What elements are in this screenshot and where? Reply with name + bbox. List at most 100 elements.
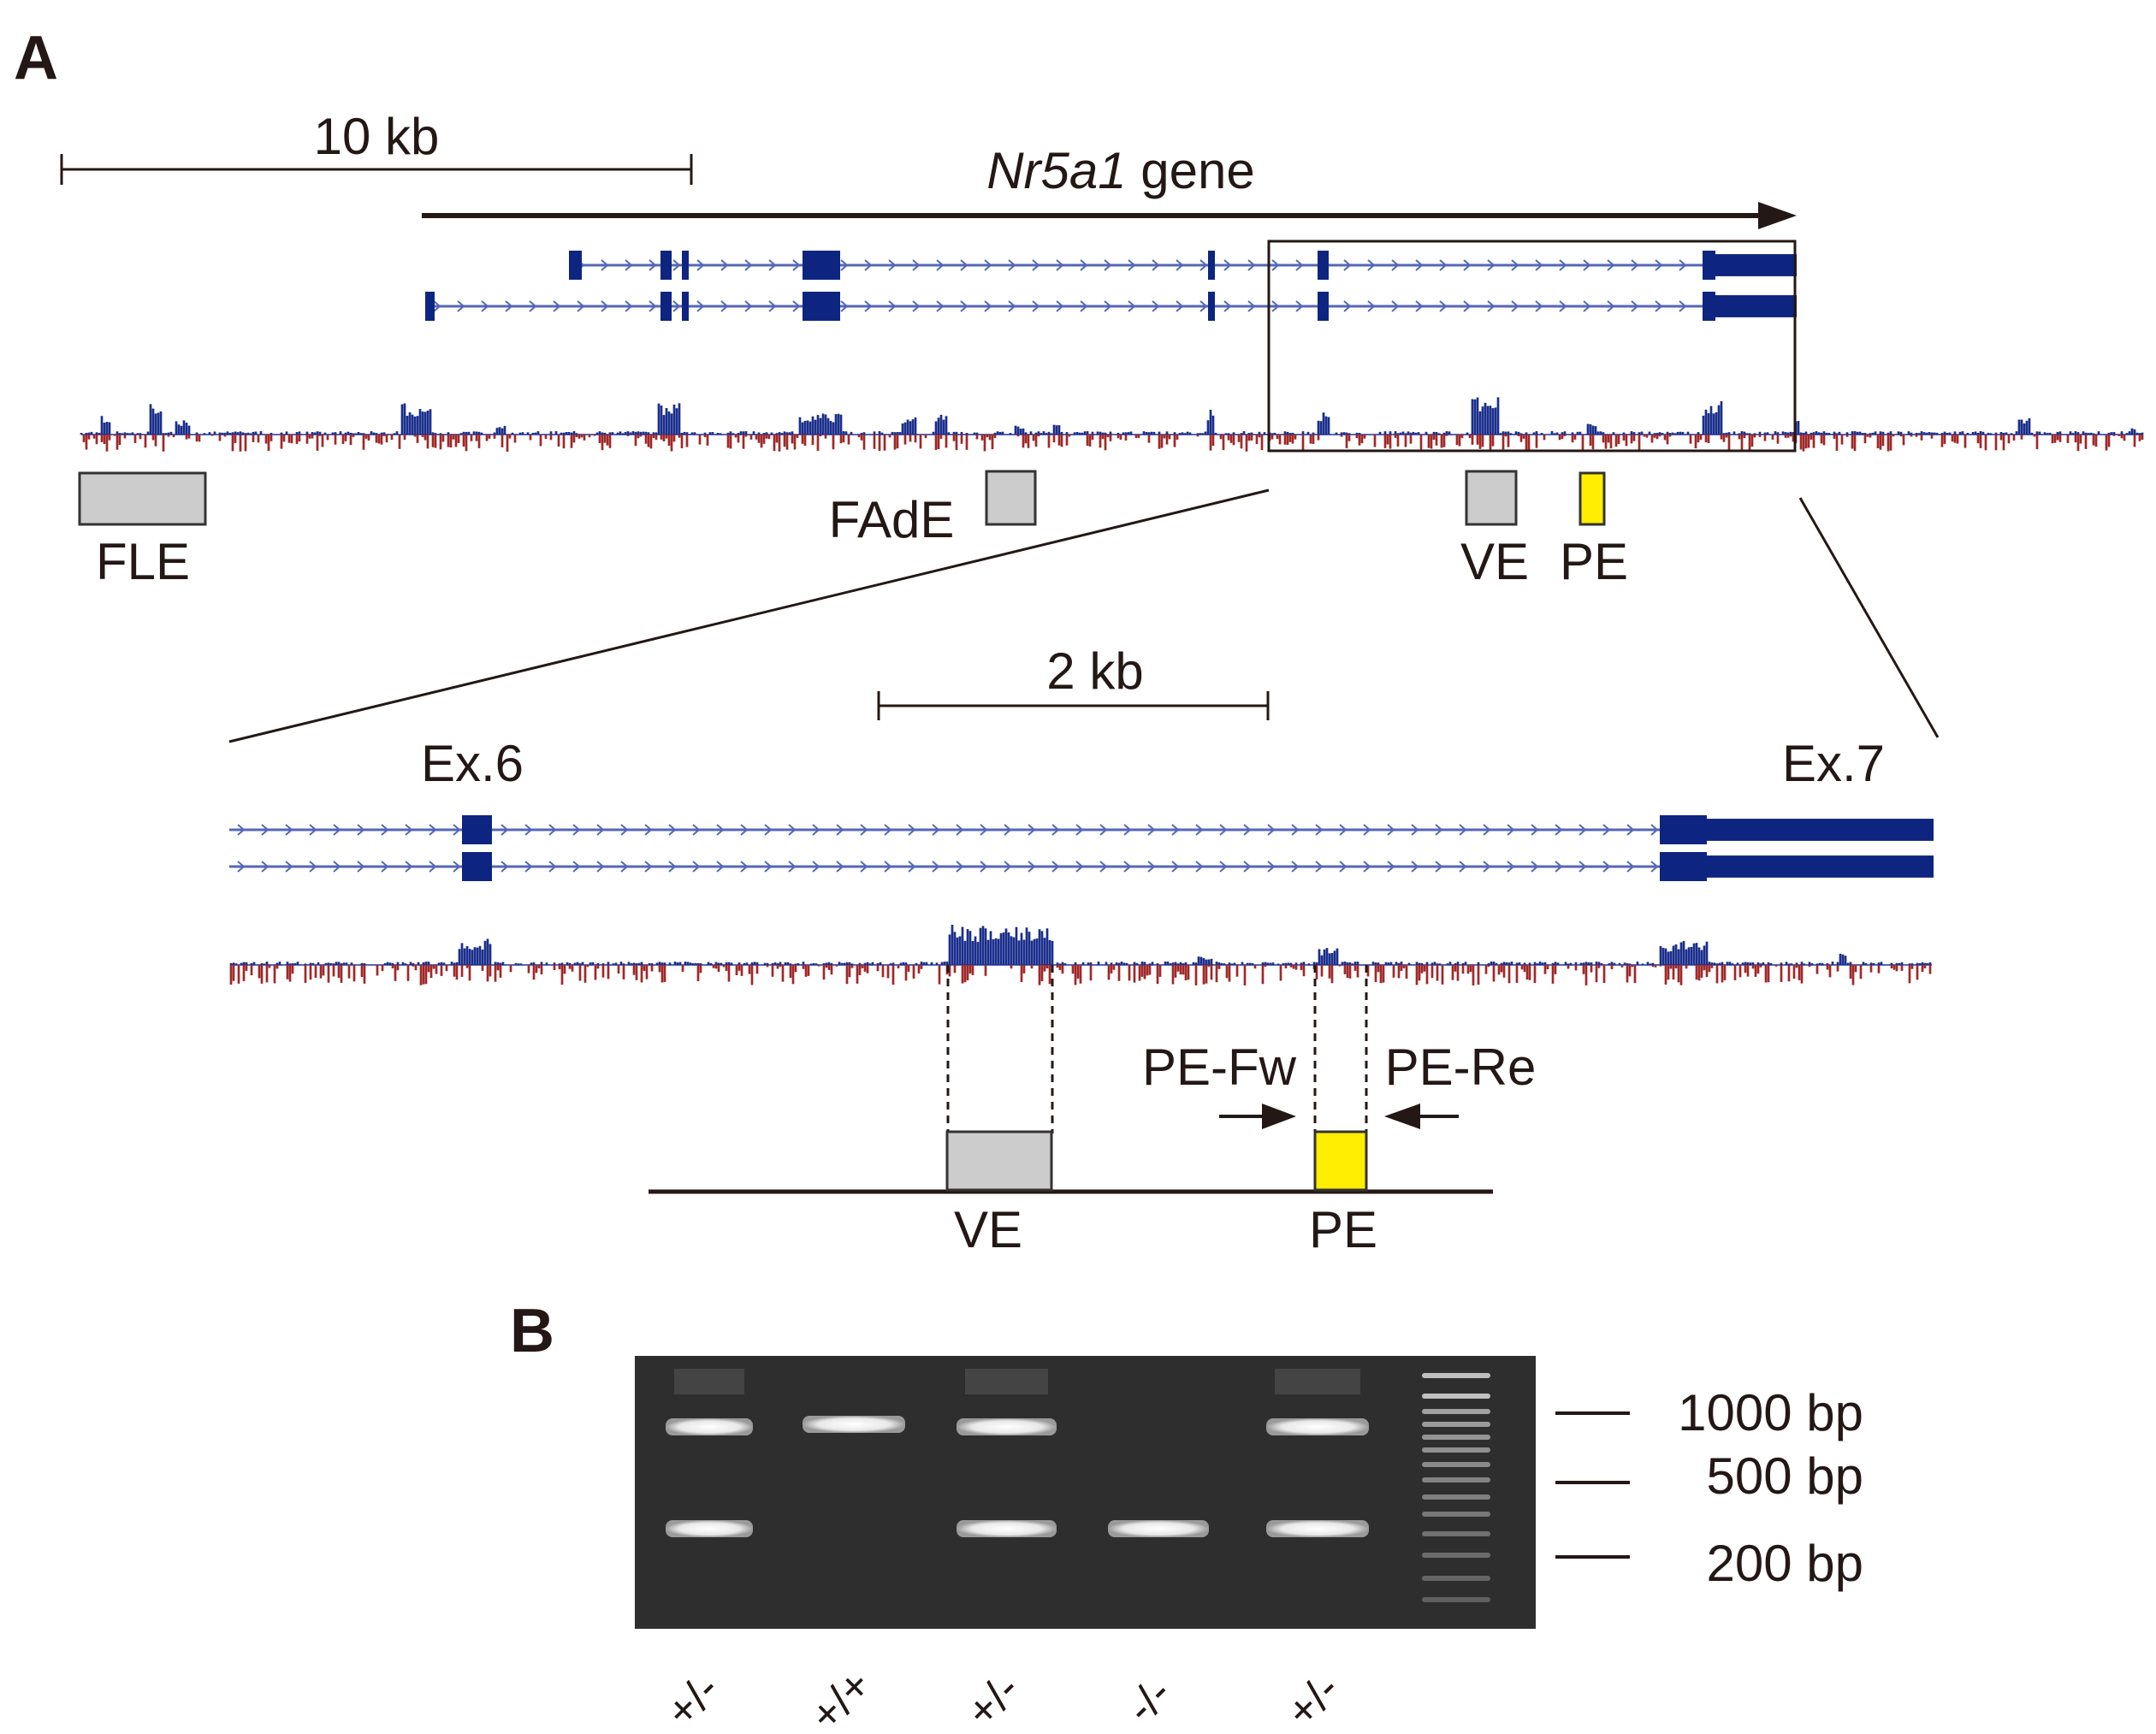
strand-chevron: [908, 824, 916, 836]
strand-chevron: [888, 259, 897, 271]
strand-chevron: [1535, 259, 1543, 271]
lane-label: -/-: [1116, 1668, 1182, 1733]
strand-chevron: [1415, 259, 1424, 271]
strand-chevron: [960, 300, 968, 312]
strand-chevron: [405, 861, 413, 873]
gel-band: [1108, 1520, 1209, 1537]
transcripts-zoom: [229, 815, 1934, 881]
ladder-band: [1422, 1512, 1490, 1517]
strand-chevron: [1343, 300, 1352, 312]
strand-chevron: [1459, 824, 1467, 836]
strand-chevron: [692, 824, 701, 836]
strand-chevron: [433, 300, 441, 312]
strand-chevron: [285, 824, 293, 836]
strand-chevron: [788, 824, 797, 836]
ve-label: VE: [1460, 533, 1529, 590]
strand-chevron: [381, 861, 389, 873]
strand-chevron: [1463, 300, 1472, 312]
strand-chevron: [1008, 300, 1016, 312]
strand-chevron: [1099, 824, 1108, 836]
strand-chevron: [1367, 300, 1376, 312]
ladder-band: [1422, 1597, 1490, 1602]
marker-500bp: 500 bp: [1706, 1447, 1863, 1505]
strand-chevron: [457, 300, 465, 312]
strand-chevron: [1223, 300, 1232, 312]
strand-chevron: [1363, 861, 1371, 873]
strand-chevron: [1247, 300, 1256, 312]
strand-chevron: [381, 824, 389, 836]
strand-chevron: [836, 861, 844, 873]
exon6-label: Ex.6: [421, 735, 524, 792]
strand-chevron: [1123, 824, 1132, 836]
strand-chevron: [980, 861, 988, 873]
strand-chevron: [1602, 861, 1611, 873]
strand-chevron: [1195, 824, 1204, 836]
utr-block: [1715, 295, 1797, 317]
strand-chevron: [716, 824, 725, 836]
strand-chevron: [453, 824, 461, 836]
gel-band: [957, 1520, 1057, 1537]
strand-chevron: [1559, 259, 1567, 271]
strand-chevron: [1650, 861, 1659, 873]
strand-chevron: [1339, 824, 1348, 836]
gel-smear: [674, 1369, 744, 1394]
strand-chevron: [864, 259, 873, 271]
strand-chevron: [405, 824, 413, 836]
marker-1000bp: 1000 bp: [1678, 1384, 1863, 1441]
strand-chevron: [1555, 861, 1563, 873]
strand-chevron: [429, 824, 437, 836]
exon-block: [569, 251, 582, 280]
strand-chevron: [668, 824, 677, 836]
strand-chevron: [1219, 861, 1228, 873]
strand-chevron: [984, 259, 992, 271]
strand-chevron: [1171, 824, 1180, 836]
strand-chevron: [672, 300, 681, 312]
strand-chevron: [764, 824, 773, 836]
strand-chevron: [768, 259, 777, 271]
strand-chevron: [1511, 300, 1519, 312]
strand-chevron: [500, 824, 509, 836]
strand-chevron: [1008, 259, 1016, 271]
strand-chevron: [740, 861, 749, 873]
ladder-band: [1422, 1553, 1490, 1558]
strand-chevron: [1051, 861, 1060, 873]
strand-chevron: [596, 861, 605, 873]
exon-block: [1318, 292, 1329, 321]
strand-chevron: [1176, 259, 1184, 271]
ladder-band: [1422, 1447, 1490, 1453]
strand-chevron: [936, 259, 945, 271]
scale-bar-2kb: [877, 691, 1270, 720]
strand-chevron: [1051, 824, 1060, 836]
exon-block: [425, 292, 435, 321]
strand-chevron: [932, 861, 940, 873]
strand-chevron: [668, 861, 677, 873]
exon-block: [462, 815, 492, 844]
signal-track-zoom: [229, 925, 1932, 985]
strand-chevron: [524, 824, 533, 836]
strand-chevron: [1483, 824, 1491, 836]
strand-chevron: [1152, 259, 1160, 271]
strand-chevron: [1531, 824, 1539, 836]
gel-band: [803, 1416, 905, 1433]
zoom-line-right: [1798, 497, 1940, 738]
exon-block: [660, 292, 672, 321]
primer-re-arrow: [1384, 1104, 1459, 1129]
ve-label-zoom: VE: [954, 1201, 1022, 1258]
strand-chevron: [1075, 861, 1084, 873]
ladder-band: [1422, 1531, 1490, 1536]
exon-block: [803, 292, 840, 321]
strand-chevron: [1583, 300, 1591, 312]
signal-track-full-gene: [80, 397, 2144, 452]
strand-chevron: [1487, 259, 1496, 271]
strand-chevron: [237, 861, 246, 873]
strand-chevron: [1578, 861, 1587, 873]
strand-chevron: [764, 861, 773, 873]
transcripts-full-gene: [425, 251, 1797, 321]
strand-chevron: [1655, 259, 1663, 271]
strand-chevron: [1267, 824, 1276, 836]
strand-chevron: [500, 861, 509, 873]
exon-block: [1660, 815, 1707, 844]
strand-chevron: [792, 300, 801, 312]
utr-block: [1707, 819, 1934, 841]
strand-chevron: [572, 861, 581, 873]
